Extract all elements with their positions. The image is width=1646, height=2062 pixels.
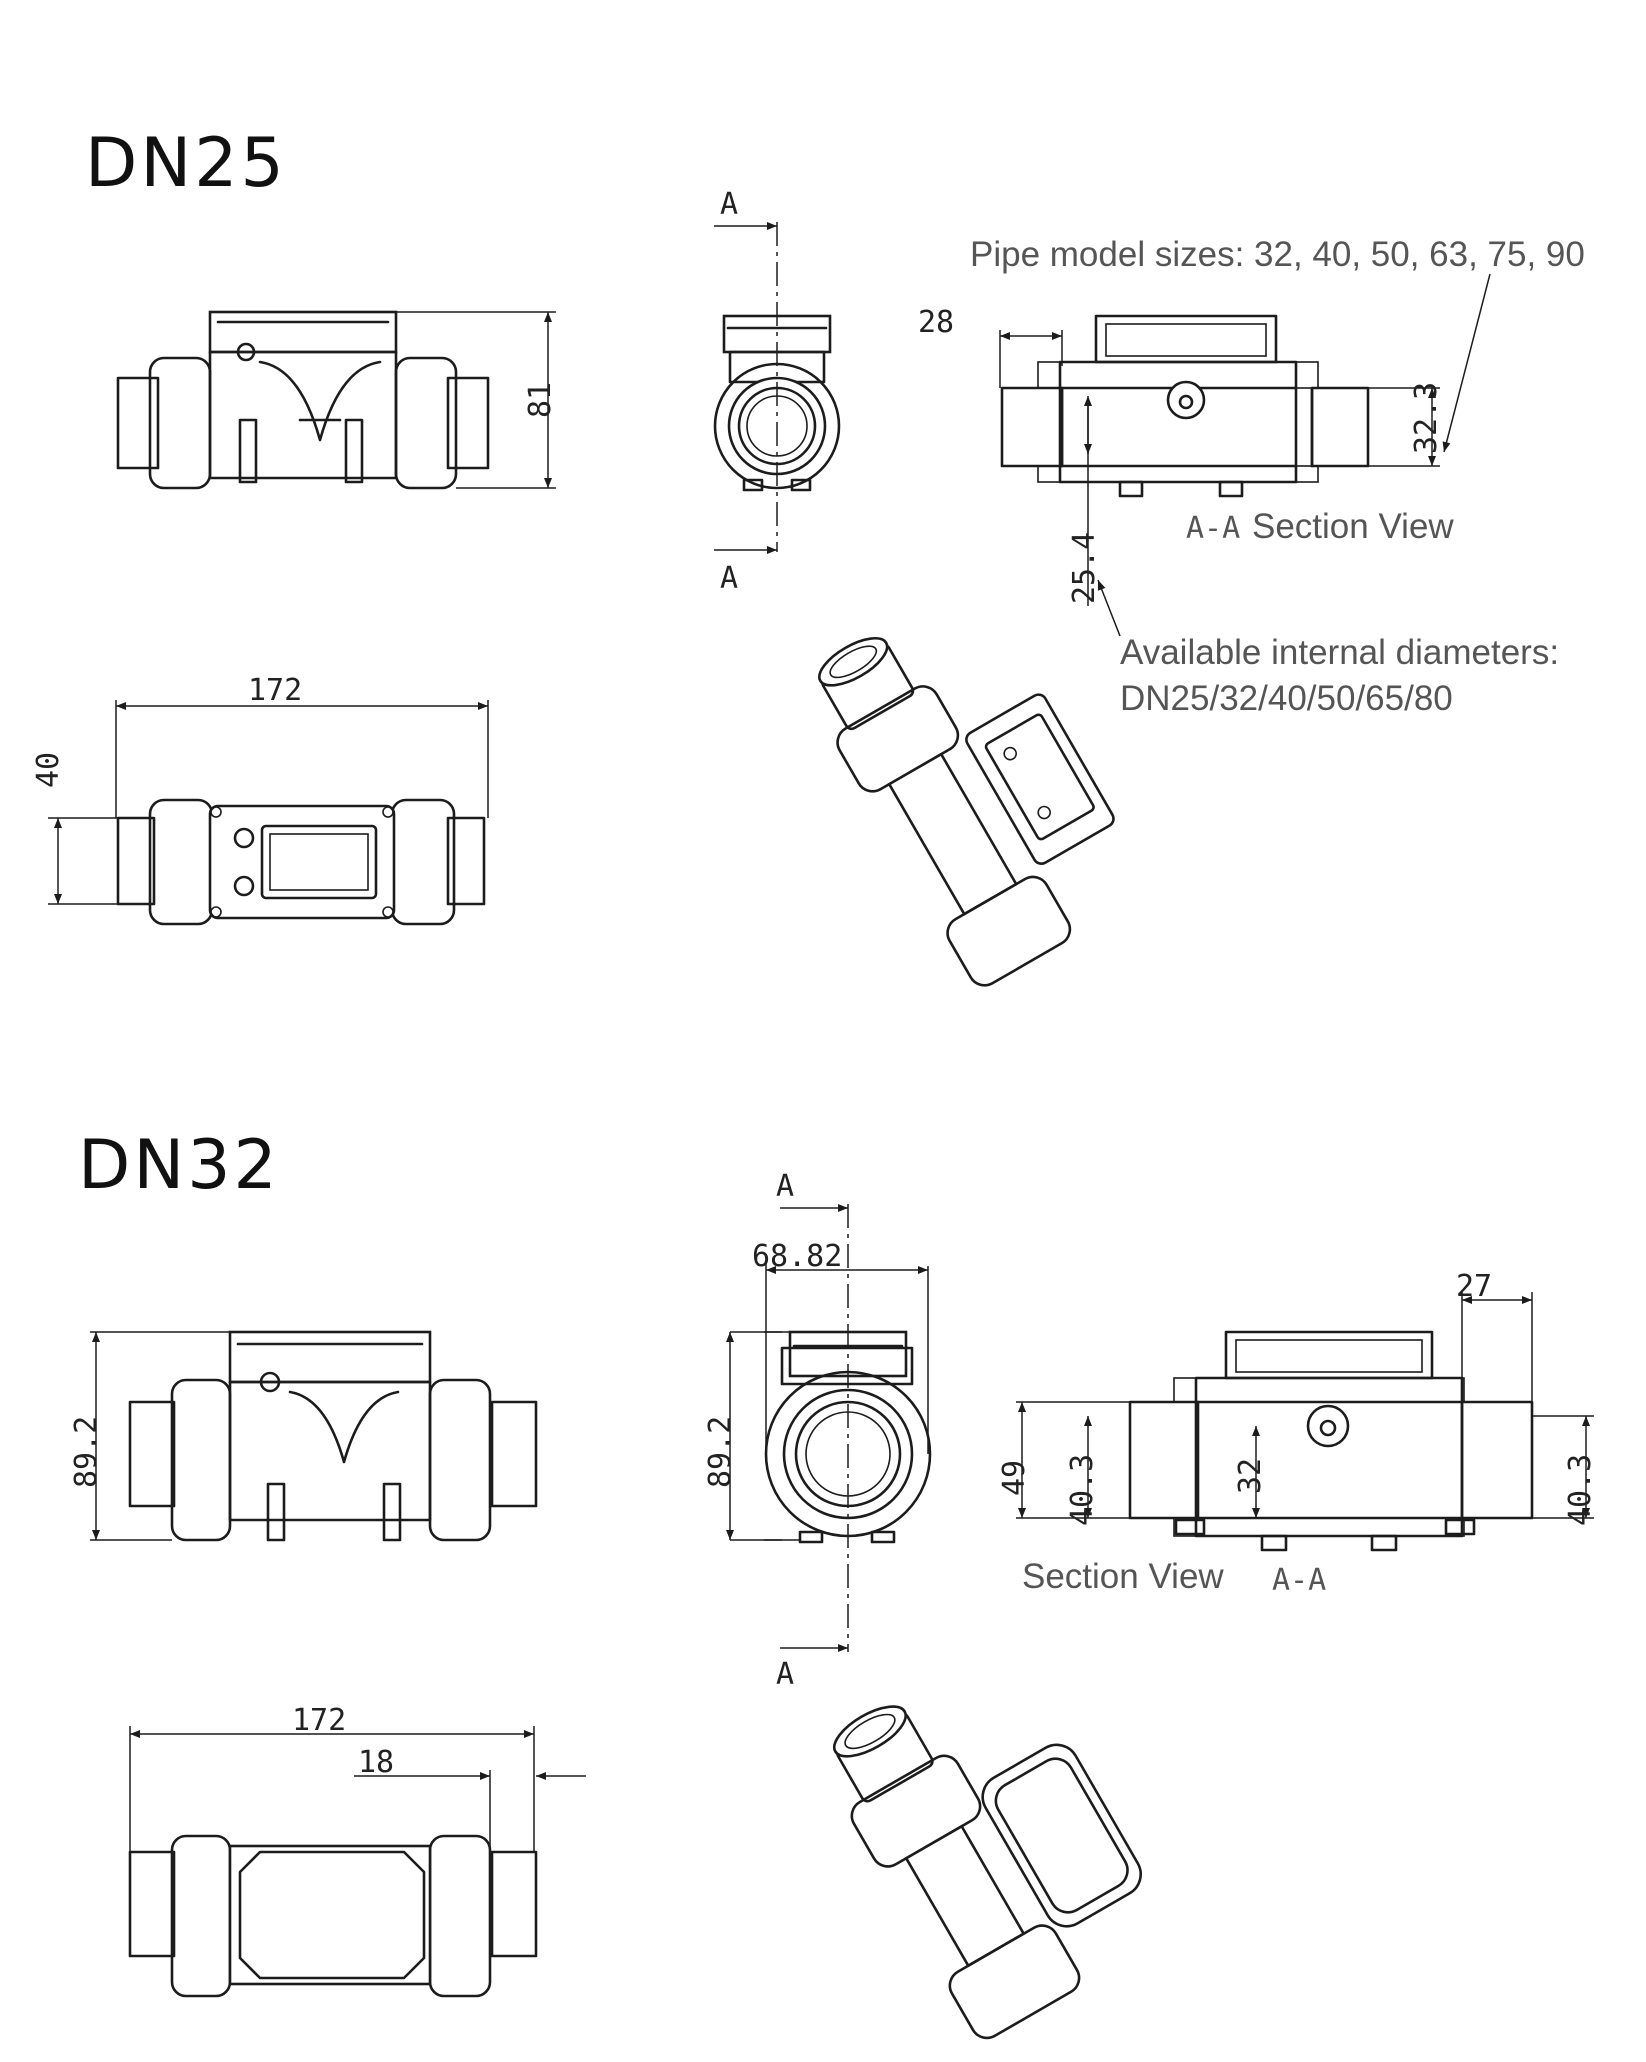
dn32-section-label: Section View — [1022, 1557, 1224, 1596]
dn25-width-label: 40 — [31, 752, 66, 788]
dn32-outer-49-label: 49 — [997, 1460, 1032, 1496]
dn25-isometric-view — [818, 636, 1115, 987]
dn25-top-view — [116, 798, 486, 926]
dn25-section-marker-bottom: A — [720, 561, 738, 596]
dn25-union-length-label: 28 — [918, 305, 954, 340]
dn32-inner-32-label: 32 — [1233, 1458, 1268, 1494]
dn32-top-view — [128, 1834, 538, 1998]
dn25-section-label: Section View — [1252, 507, 1454, 546]
dn32-height-front-label: 89.2 — [69, 1416, 104, 1488]
dn25-section-marker-top: A — [720, 187, 738, 222]
dn25-pipe-sizes-note: Pipe model sizes: 32, 40, 50, 63, 75, 90 — [970, 235, 1585, 274]
dn25-internal-diameters-note-1: Available internal diameters: — [1120, 633, 1559, 672]
dn25-length-label: 172 — [248, 673, 302, 708]
dn25-front-view — [116, 310, 490, 490]
dn32-height-side-label: 89.2 — [703, 1416, 738, 1488]
dn25-section-label-marker: A-A — [1186, 511, 1240, 546]
dn32-section-marker-bottom: A — [776, 1657, 794, 1692]
dn32-section-marker-top: A — [776, 1169, 794, 1204]
dn32-title: DN32 — [78, 1126, 280, 1205]
dn32-section-view — [1128, 1330, 1534, 1552]
dn32-offset-18-label: 18 — [358, 1745, 394, 1780]
dn25-height-label: 81 — [523, 382, 558, 418]
dn32-right-40-3-label: 40.3 — [1563, 1454, 1598, 1526]
dn32-left-40-3-label: 40.3 — [1065, 1454, 1100, 1526]
dn25-section: DN25 81 — [31, 124, 1585, 987]
dn25-title: DN25 — [85, 124, 287, 203]
dn32-length-label: 172 — [292, 1703, 346, 1738]
dn32-union-length-label: 27 — [1456, 1269, 1492, 1304]
dn32-isometric-view — [832, 1705, 1142, 2040]
dn32-front-view — [128, 1330, 538, 1542]
dn25-outer-diameter-label: 32.3 — [1409, 382, 1444, 454]
dn32-section-label-marker: A-A — [1272, 1563, 1326, 1598]
dn25-section-view — [1000, 314, 1370, 498]
dn32-section: DN32 89.2 1 — [69, 1126, 1598, 2040]
dn25-internal-diameters-note-2: DN25/32/40/50/65/80 — [1120, 679, 1453, 718]
dn25-inner-diameter-label: 25.4 — [1067, 532, 1102, 604]
dn32-side-width-label: 68.82 — [752, 1239, 842, 1274]
